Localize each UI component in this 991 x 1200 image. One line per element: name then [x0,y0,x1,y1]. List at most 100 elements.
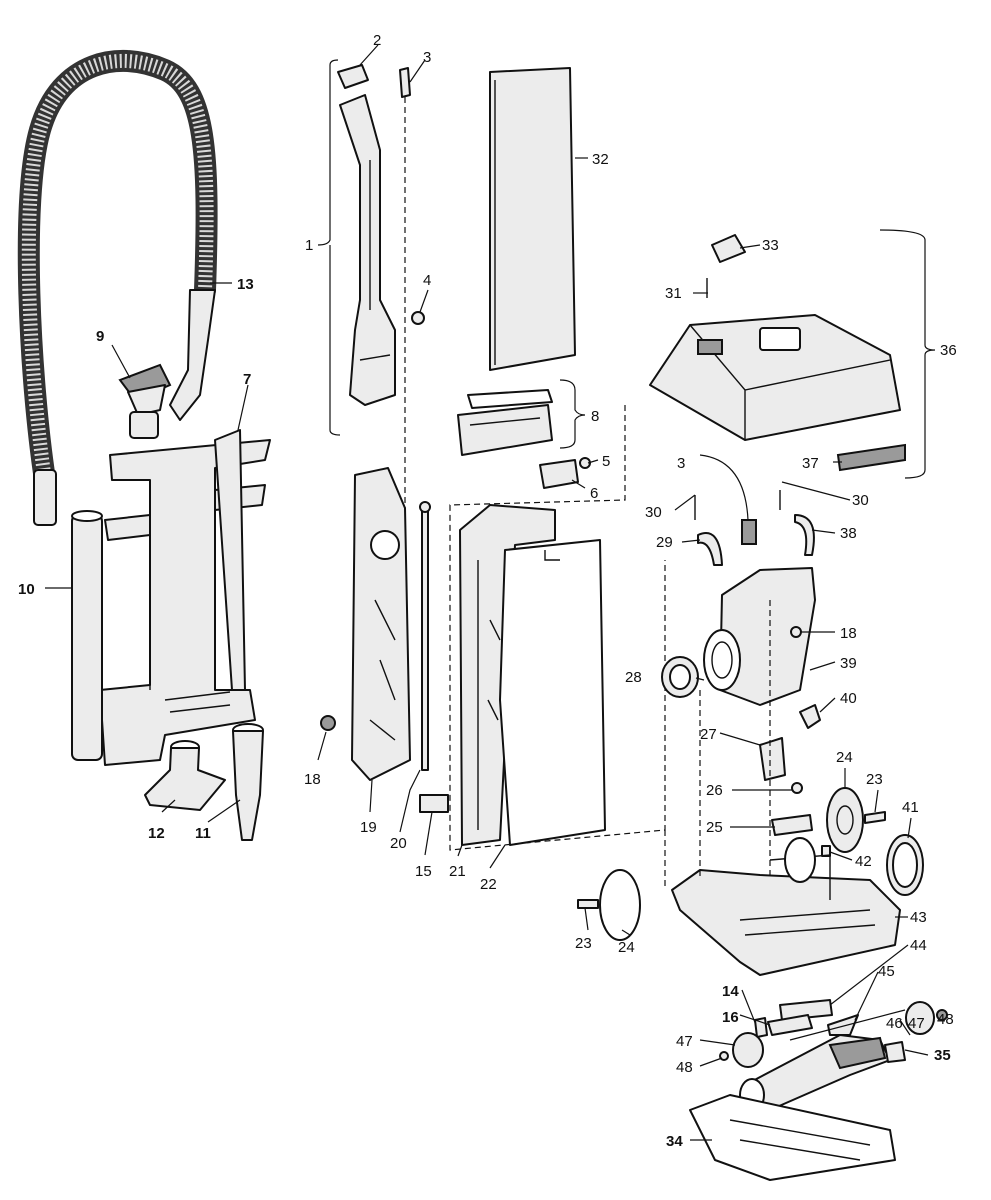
callout-16: 16 [722,1009,739,1026]
wheel-part-24-right [826,787,864,853]
bottom-plate-part-34 [689,1094,896,1181]
callout-23-left: 23 [575,935,592,952]
end-cap-part-47-right [905,1001,935,1035]
screw-part-18-right [790,626,802,638]
motor-part-39 [703,519,816,706]
plate-part-44 [779,999,833,1021]
callout-15: 15 [415,863,432,880]
gasket-part-28 [661,656,699,698]
callout-19: 19 [360,819,377,836]
switch-part-6 [539,459,579,489]
screw-part-18-left [320,715,336,731]
filter-bag-part-32 [489,67,576,371]
callout-25: 25 [706,819,723,836]
callout-10: 10 [18,581,35,598]
hose-part-13 [17,49,218,526]
handle-part-1 [339,94,396,406]
callout-21: 21 [449,863,466,880]
callout-3-lower: 3 [677,455,685,472]
part-25 [771,814,813,836]
axle-part-23-right [864,811,886,824]
housing-assembly-outline [449,405,666,851]
callout-18-right: 18 [840,625,857,642]
callout-31: 31 [665,285,682,302]
callout-20: 20 [390,835,407,852]
callout-3-top: 3 [423,49,431,66]
callout-32: 32 [592,151,609,168]
hose-rack-part-7 [99,429,271,766]
callout-12: 12 [148,825,165,842]
crevice-tool-part-11 [232,723,264,841]
grip-cap-part-2 [337,64,369,89]
callout-42: 42 [855,853,872,870]
callout-11: 11 [195,825,211,842]
base-part-43 [671,837,901,976]
dusting-brush-part-9 [118,363,172,439]
part-26 [791,782,803,794]
callout-37: 37 [802,455,819,472]
callout-13: 13 [237,276,254,293]
cord-part-3-top [399,67,411,520]
callout-33: 33 [762,237,779,254]
part-16 [767,1014,813,1036]
callout-14: 14 [722,983,739,1000]
callout-39: 39 [840,655,857,672]
callout-7: 7 [243,371,251,388]
callout-24-right: 24 [836,749,853,766]
latch-part-33 [711,234,746,263]
axle-part-23-left [577,899,599,909]
base-guide-lines [664,600,771,890]
bracket-part-15 [419,794,449,813]
callout-38: 38 [840,525,857,542]
grille-part-37 [836,443,906,472]
callout-24-left: 24 [618,939,635,956]
callout-23-right: 23 [866,771,883,788]
callout-5: 5 [602,453,610,470]
callout-44: 44 [910,937,927,954]
bag-door-part-22 [499,539,606,846]
upholstery-tool-part-12 [144,740,226,811]
callout-47-left: 47 [676,1033,693,1050]
callout-36: 36 [940,342,957,359]
extension-wand-part-10 [71,510,103,761]
leader-lines [45,44,936,1141]
callout-35: 35 [934,1047,951,1064]
callout-30-right: 30 [852,492,869,509]
callout-9: 9 [96,328,104,345]
part-46 [789,1009,906,1041]
callout-48-left: 48 [676,1059,693,1076]
callout-34: 34 [666,1133,683,1150]
rod-part-20 [419,501,431,771]
motor-brackets [694,490,815,566]
screw-part-48-right [936,1009,948,1021]
callout-18-left: 18 [304,771,321,788]
callout-4: 4 [423,272,431,289]
callout-41: 41 [902,799,919,816]
part-45 [827,1014,859,1036]
screw-part-4 [411,311,425,325]
callout-48-right: 48 [937,1011,954,1028]
callout-8: 8 [591,408,599,425]
callout-43: 43 [910,909,927,926]
wheel-part-24-left [599,869,641,941]
callout-29: 29 [656,534,673,551]
callout-6: 6 [590,485,598,502]
callout-47-right: 47 [908,1015,925,1032]
clip-part-27 [759,737,786,781]
callout-2: 2 [373,32,381,49]
callout-22: 22 [480,876,497,893]
callout-27: 27 [700,726,717,743]
callout-1: 1 [305,237,313,254]
callout-45: 45 [878,963,895,980]
brushroll-part-35 [739,1034,906,1112]
handle-support-part-19 [351,467,411,781]
end-cap-part-47-left [732,1032,764,1068]
callout-labels: 13 9 7 10 12 11 18 1 2 3 4 19 20 15 21 2… [18,32,957,1150]
pin-part-40 [799,704,821,729]
callout-30-left: 30 [645,504,662,521]
callout-28: 28 [625,669,642,686]
callout-26: 26 [706,782,723,799]
cord-part-3-lower [699,454,749,521]
callout-46: 46 [886,1015,903,1032]
